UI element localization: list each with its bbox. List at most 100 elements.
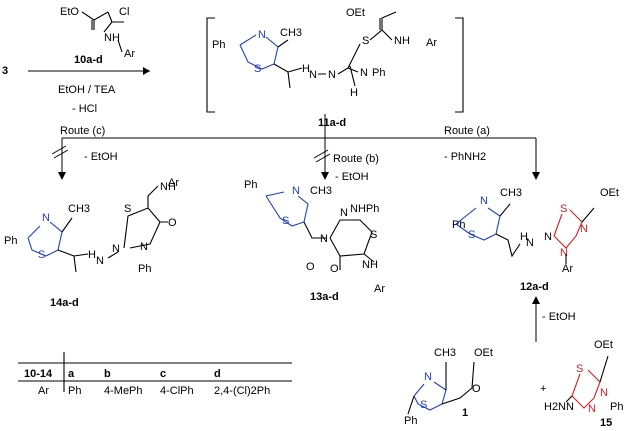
route-a-arrowhead	[532, 172, 540, 180]
p12-thiadiazole-ring	[553, 209, 583, 249]
c1-ch3: CH3	[434, 347, 456, 359]
p13-ch3: CH3	[310, 185, 332, 197]
c15-thiadiazole-ring	[571, 369, 601, 409]
product-12: Ph N CH3 S H N N S N N OEt Ar 12a-d	[452, 187, 619, 293]
p12-bonds-left	[495, 203, 521, 258]
p12-ring-n2: N	[560, 247, 568, 259]
int-nph: N	[360, 67, 368, 79]
c15-s: S	[576, 363, 583, 375]
p13-bonds	[303, 219, 375, 270]
reagent-nh: NH	[104, 32, 120, 44]
c15-ph: Ph	[610, 401, 623, 413]
p12-ch3: CH3	[500, 187, 522, 199]
p13-ar: Ar	[374, 283, 385, 295]
p13-ph: Ph	[244, 179, 257, 191]
p13-ring-s: S	[370, 229, 377, 241]
p14-ph: Ph	[4, 235, 17, 247]
c1-o: O	[472, 383, 481, 395]
reagent-eto: EtO	[60, 6, 79, 18]
c15-oet: OEt	[594, 339, 613, 351]
conditions-solvent: EtOH / TEA	[58, 84, 116, 96]
p12-label: 12a-d	[520, 281, 549, 293]
p14-h: H	[88, 249, 96, 261]
int-hn1: H	[302, 63, 310, 75]
arrowhead-top	[143, 67, 150, 75]
reagent-label: 10a-d	[74, 54, 103, 66]
c15-bonds	[565, 355, 609, 403]
reagent-bonds	[81, 11, 124, 53]
p12-ar: Ar	[562, 263, 573, 275]
route-b-label: Route (b)	[333, 153, 379, 165]
p14-ar: Ar	[168, 177, 179, 189]
p12-oet: OEt	[600, 187, 619, 199]
p13-nh: NH	[362, 259, 378, 271]
p13-ring-n: N	[340, 207, 348, 219]
table-header-4: d	[214, 368, 221, 380]
p14-s2: S	[124, 203, 131, 215]
c15-n2: N	[588, 403, 596, 415]
route-c-label: Route (c)	[60, 125, 105, 137]
int-ch3: CH3	[280, 27, 302, 39]
p12-n: N	[480, 195, 488, 207]
p12-n2: N	[544, 231, 552, 243]
table-cell-3: 4-ClPh	[160, 385, 194, 397]
reagent-cl: Cl	[119, 6, 129, 18]
route-b-arrowhead	[321, 172, 329, 180]
p12-condition: - EtOH	[542, 311, 576, 323]
p13-o2: O	[330, 263, 339, 275]
int-ph: Ph	[212, 39, 225, 51]
int-phh: Ph	[372, 67, 385, 79]
p12-bonds-right	[565, 207, 595, 264]
plus-sign: +	[540, 383, 546, 395]
p13-nhph: NHPh	[350, 203, 379, 215]
c1-ph: Ph	[404, 415, 417, 427]
p14-n1: N	[96, 255, 104, 267]
int-thiazole-n: N	[258, 29, 266, 41]
p12-n1: N	[526, 237, 534, 249]
int-oet: OEt	[346, 7, 365, 19]
c15-n3: N	[566, 401, 574, 413]
p13-s: S	[282, 215, 289, 227]
p14-s: S	[38, 249, 45, 261]
table-cell-4: 2,4-(Cl)2Ph	[214, 385, 270, 397]
table-header-1: a	[68, 368, 75, 380]
p13-o: O	[306, 261, 315, 273]
intermediate-11: Ph N CH3 S H N N S OEt NH Ar N Ph H 11a-…	[206, 7, 464, 129]
route-a-condition: - PhNH2	[444, 151, 486, 163]
p14-label: 14a-d	[50, 297, 79, 309]
route-c-arrowhead	[58, 172, 66, 180]
c1-bonds	[407, 361, 475, 415]
table-cell-1: Ph	[68, 385, 81, 397]
c1-oet: OEt	[474, 347, 493, 359]
int-n1: N	[309, 69, 317, 81]
p14-ring-n: N	[140, 241, 148, 253]
c1-label: 1	[462, 407, 468, 419]
int-hh: H	[350, 87, 358, 99]
p13-n1: N	[320, 233, 328, 245]
table-cell-2: 4-MePh	[104, 385, 143, 397]
c1-n: N	[424, 371, 432, 383]
p12-h: H	[520, 231, 528, 243]
p14-n2: N	[112, 243, 120, 255]
int-s2: S	[362, 35, 369, 47]
p12-thiazole-ring	[455, 207, 501, 241]
route-b-blocked-mark	[313, 149, 331, 163]
bracket-right	[455, 17, 464, 113]
route-c-blocked-mark	[51, 145, 69, 159]
p14-o: O	[168, 217, 177, 229]
p12-ring-s: S	[560, 203, 567, 215]
c15-label: 15	[600, 417, 612, 429]
int-bonds-left	[273, 39, 303, 89]
product-14: Ph N CH3 S H N N S O N Ph Ar NH 14a-d	[4, 177, 179, 309]
route-arrows	[51, 114, 540, 180]
p13-thiazole-ring	[265, 191, 309, 227]
p14-nph: Ph	[138, 263, 151, 275]
p14-n: N	[42, 212, 50, 224]
c15-h2n: H2N	[544, 401, 566, 413]
start-compound-label: 3	[2, 65, 8, 77]
p14-bonds-right	[107, 185, 168, 259]
int-thiazole-ring	[239, 34, 279, 70]
table-cell-0: Ar	[38, 385, 49, 397]
table-header-3: c	[160, 368, 166, 380]
